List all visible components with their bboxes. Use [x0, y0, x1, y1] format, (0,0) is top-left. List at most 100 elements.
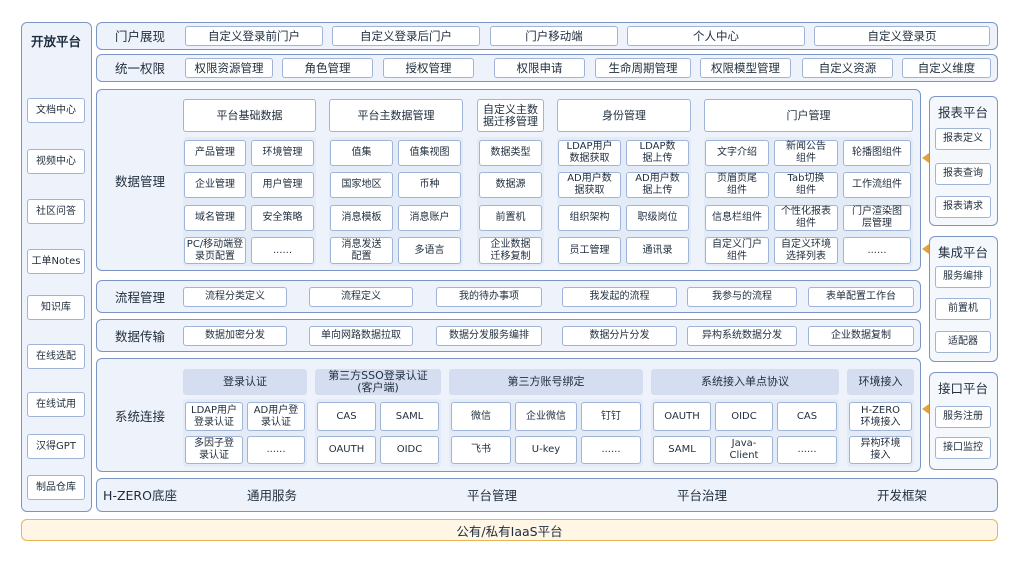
- identity-item[interactable]: LDAP数据上传: [626, 140, 689, 166]
- auth-item[interactable]: 自定义资源: [802, 58, 893, 78]
- account-bind-item[interactable]: 微信: [451, 402, 511, 431]
- report-platform-item[interactable]: 报表定义: [935, 128, 991, 150]
- platform-basic-item[interactable]: 安全策略: [251, 205, 314, 231]
- identity-item[interactable]: 组织架构: [558, 205, 621, 231]
- custom-master-item[interactable]: 数据类型: [479, 140, 542, 166]
- transfer-item[interactable]: 数据分发服务编排: [436, 326, 542, 346]
- master-data-item[interactable]: 多语言: [398, 237, 461, 264]
- identity-item[interactable]: 职级岗位: [626, 205, 689, 231]
- portal-mgmt-item[interactable]: 自定义门户组件: [705, 237, 769, 264]
- account-bind-item[interactable]: 钉钉: [581, 402, 641, 431]
- account-bind-item[interactable]: U-key: [515, 436, 577, 464]
- custom-master-item[interactable]: 前置机: [479, 205, 542, 231]
- portal-mgmt-item[interactable]: 门户渲染图层管理: [843, 205, 911, 231]
- account-bind-item[interactable]: 企业微信: [515, 402, 577, 431]
- portal-mgmt-item[interactable]: Tab切换组件: [774, 172, 838, 198]
- interface-platform-item[interactable]: 服务注册: [935, 406, 991, 428]
- portal-item[interactable]: 自定义登录前门户: [185, 26, 323, 46]
- identity-item[interactable]: LDAP用户数据获取: [558, 140, 621, 166]
- process-item[interactable]: 流程定义: [309, 287, 413, 307]
- open-platform-item[interactable]: 在线试用: [27, 392, 85, 417]
- open-platform-item[interactable]: 知识库: [27, 295, 85, 320]
- portal-mgmt-item[interactable]: 页眉页尾组件: [705, 172, 769, 198]
- platform-basic-item[interactable]: ......: [251, 237, 314, 264]
- login-auth-item[interactable]: 多因子登录认证: [185, 436, 243, 464]
- platform-basic-item[interactable]: 产品管理: [184, 140, 246, 166]
- identity-item[interactable]: AD用户数据上传: [626, 172, 689, 198]
- sso-item[interactable]: OIDC: [380, 436, 439, 464]
- transfer-item[interactable]: 数据加密分发: [183, 326, 287, 346]
- portal-mgmt-item[interactable]: 新闻公告组件: [774, 140, 838, 166]
- transfer-item[interactable]: 单向网路数据拉取: [309, 326, 413, 346]
- portal-item[interactable]: 自定义登录后门户: [332, 26, 480, 46]
- env-access-item[interactable]: H-ZERO环境接入: [849, 402, 912, 431]
- integration-platform-item[interactable]: 前置机: [935, 298, 991, 320]
- master-data-item[interactable]: 国家地区: [330, 172, 393, 198]
- portal-mgmt-item[interactable]: ......: [843, 237, 911, 264]
- open-platform-item[interactable]: 社区问答: [27, 199, 85, 224]
- master-data-item[interactable]: 值集: [330, 140, 393, 166]
- platform-basic-item[interactable]: 环境管理: [251, 140, 314, 166]
- portal-item[interactable]: 门户移动端: [490, 26, 618, 46]
- portal-mgmt-item[interactable]: 个性化报表组件: [774, 205, 838, 231]
- data-mgmt-header-master-data[interactable]: 平台主数据管理: [329, 99, 463, 132]
- hzero-item[interactable]: 平台管理: [466, 488, 517, 503]
- interface-platform-item[interactable]: 接口监控: [935, 437, 991, 459]
- data-mgmt-header-platform-basic[interactable]: 平台基础数据: [183, 99, 316, 132]
- account-bind-item[interactable]: ......: [581, 436, 641, 464]
- integration-platform-item[interactable]: 适配器: [935, 331, 991, 353]
- sso-protocol-item[interactable]: SAML: [653, 436, 711, 464]
- process-item[interactable]: 流程分类定义: [183, 287, 287, 307]
- data-mgmt-header-identity[interactable]: 身份管理: [557, 99, 691, 132]
- master-data-item[interactable]: 消息模板: [330, 205, 393, 231]
- process-item[interactable]: 我的待办事项: [436, 287, 542, 307]
- report-platform-item[interactable]: 报表请求: [935, 196, 991, 218]
- custom-master-item[interactable]: 企业数据迁移复制: [479, 237, 542, 264]
- portal-mgmt-item[interactable]: 工作流组件: [843, 172, 911, 198]
- auth-item[interactable]: 生命周期管理: [595, 58, 691, 78]
- master-data-item[interactable]: 币种: [398, 172, 461, 198]
- master-data-item[interactable]: 值集视图: [398, 140, 461, 166]
- sso-protocol-item[interactable]: OAUTH: [653, 402, 711, 431]
- hzero-item[interactable]: 平台治理: [676, 488, 727, 503]
- platform-basic-item[interactable]: 企业管理: [184, 172, 246, 198]
- auth-item[interactable]: 授权管理: [383, 58, 474, 78]
- identity-item[interactable]: AD用户数据获取: [558, 172, 621, 198]
- portal-mgmt-item[interactable]: 文字介绍: [705, 140, 769, 166]
- process-item[interactable]: 我发起的流程: [562, 287, 677, 307]
- open-platform-item[interactable]: 制品仓库: [27, 475, 85, 500]
- sso-protocol-item[interactable]: Java-Client: [715, 436, 773, 464]
- portal-item[interactable]: 自定义登录页: [814, 26, 990, 46]
- env-access-item[interactable]: 异构环境接入: [849, 436, 912, 464]
- auth-item[interactable]: 自定义维度: [902, 58, 991, 78]
- portal-item[interactable]: 个人中心: [627, 26, 805, 46]
- portal-mgmt-item[interactable]: 信息栏组件: [705, 205, 769, 231]
- report-platform-item[interactable]: 报表查询: [935, 163, 991, 185]
- sso-item[interactable]: CAS: [317, 402, 376, 431]
- open-platform-item[interactable]: 文档中心: [27, 98, 85, 123]
- sso-protocol-item[interactable]: OIDC: [715, 402, 773, 431]
- custom-master-item[interactable]: 数据源: [479, 172, 542, 198]
- transfer-item[interactable]: 数据分片分发: [562, 326, 677, 346]
- transfer-item[interactable]: 企业数据复制: [808, 326, 914, 346]
- open-platform-item[interactable]: 在线选配: [27, 344, 85, 369]
- transfer-item[interactable]: 异构系统数据分发: [687, 326, 797, 346]
- data-mgmt-header-custom-master[interactable]: 自定义主数据迁移管理: [477, 99, 544, 132]
- login-auth-item[interactable]: ......: [247, 436, 305, 464]
- auth-item[interactable]: 权限模型管理: [700, 58, 791, 78]
- login-auth-item[interactable]: AD用户登录认证: [247, 402, 305, 431]
- platform-basic-item[interactable]: 域名管理: [184, 205, 246, 231]
- portal-mgmt-item[interactable]: 自定义环境选择列表: [774, 237, 838, 264]
- account-bind-item[interactable]: 飞书: [451, 436, 511, 464]
- data-mgmt-header-portal-mgmt[interactable]: 门户管理: [704, 99, 913, 132]
- master-data-item[interactable]: 消息账户: [398, 205, 461, 231]
- identity-item[interactable]: 通讯录: [626, 237, 689, 264]
- open-platform-item[interactable]: 视频中心: [27, 149, 85, 174]
- process-item[interactable]: 我参与的流程: [687, 287, 797, 307]
- platform-basic-item[interactable]: PC/移动端登录页配置: [184, 237, 246, 264]
- master-data-item[interactable]: 消息发送配置: [330, 237, 393, 264]
- open-platform-item[interactable]: 汉得GPT: [27, 434, 85, 459]
- process-item[interactable]: 表单配置工作台: [808, 287, 914, 307]
- integration-platform-item[interactable]: 服务编排: [935, 266, 991, 288]
- auth-item[interactable]: 权限申请: [494, 58, 585, 78]
